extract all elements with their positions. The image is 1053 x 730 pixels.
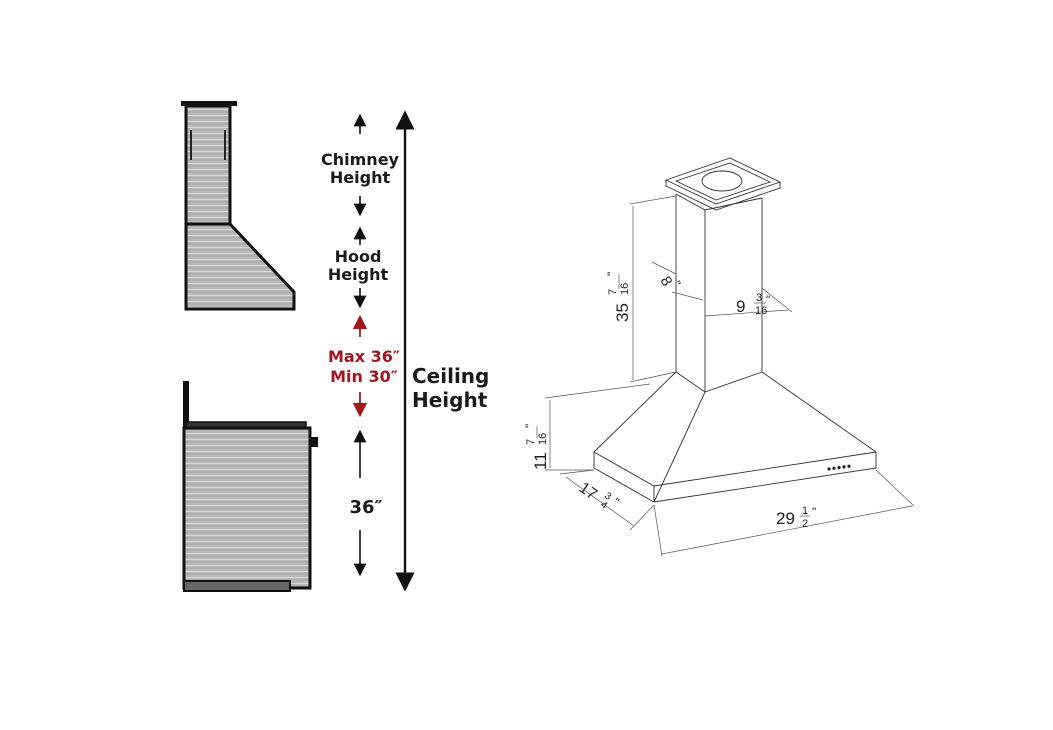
- dim-chimney-width: 9 3 16 ": [704, 287, 793, 320]
- chimney-height-label-1: Chimney: [321, 150, 400, 169]
- side-view-range: [182, 381, 318, 592]
- hood-depth-num: 3: [602, 490, 613, 502]
- hood-height-unit: ": [523, 424, 537, 428]
- chimney-width-unit: ": [766, 293, 770, 307]
- chimney-height-whole: 35: [613, 303, 632, 322]
- clearance-max-label: Max 36″: [328, 347, 400, 366]
- hood-width-den: 2: [802, 518, 808, 530]
- chimney-height-den: 16: [619, 283, 631, 295]
- chimney-width-den: 16: [755, 305, 767, 317]
- chimney-height-label-2: Height: [330, 168, 391, 187]
- counter-height-label: 36″: [349, 497, 382, 518]
- clearance-min-label: Min 30″: [330, 367, 398, 386]
- hood-depth-whole: 17: [576, 479, 600, 503]
- hood-height-label-1: Hood: [335, 247, 382, 266]
- dim-hood-depth: 17 3 4 ": [559, 469, 655, 531]
- hood-depth-unit: ": [610, 495, 622, 509]
- ceiling-height-label-1: Ceiling: [412, 364, 489, 388]
- dim-hood-height: 11 7 16 ": [523, 383, 651, 471]
- hood-depth-den: 4: [598, 499, 609, 511]
- hood-width-unit: ": [812, 505, 816, 519]
- chimney-height-unit: ": [605, 272, 619, 276]
- hood-canopy: [184, 222, 296, 311]
- range-body: [182, 426, 312, 590]
- hood-height-den: 16: [537, 433, 549, 445]
- chimney-body: [184, 104, 232, 226]
- hood-width-whole: 29: [776, 509, 795, 528]
- hood-height-label-2: Height: [328, 265, 389, 284]
- ceiling-height-label-2: Height: [412, 388, 488, 412]
- side-view-range-hood: [181, 101, 296, 311]
- hood-height-whole: 11: [531, 452, 550, 470]
- hood-line-drawing: [593, 157, 877, 503]
- dim-chimney-depth: 8 ": [651, 261, 704, 301]
- chimney-width-num: 3: [756, 292, 762, 304]
- chimney-cap: [181, 101, 237, 106]
- chimney-width-whole: 9: [736, 297, 745, 316]
- dim-chimney-height: 35 7 16 ": [605, 195, 677, 383]
- chimney-depth-unit: ": [669, 279, 683, 290]
- hood-height-num: 7: [525, 439, 537, 445]
- control-buttons: [827, 464, 851, 471]
- chimney-height-num: 7: [607, 289, 619, 295]
- hood-width-num: 1: [802, 505, 808, 517]
- dim-hood-width: 29 1 2 ": [653, 469, 915, 557]
